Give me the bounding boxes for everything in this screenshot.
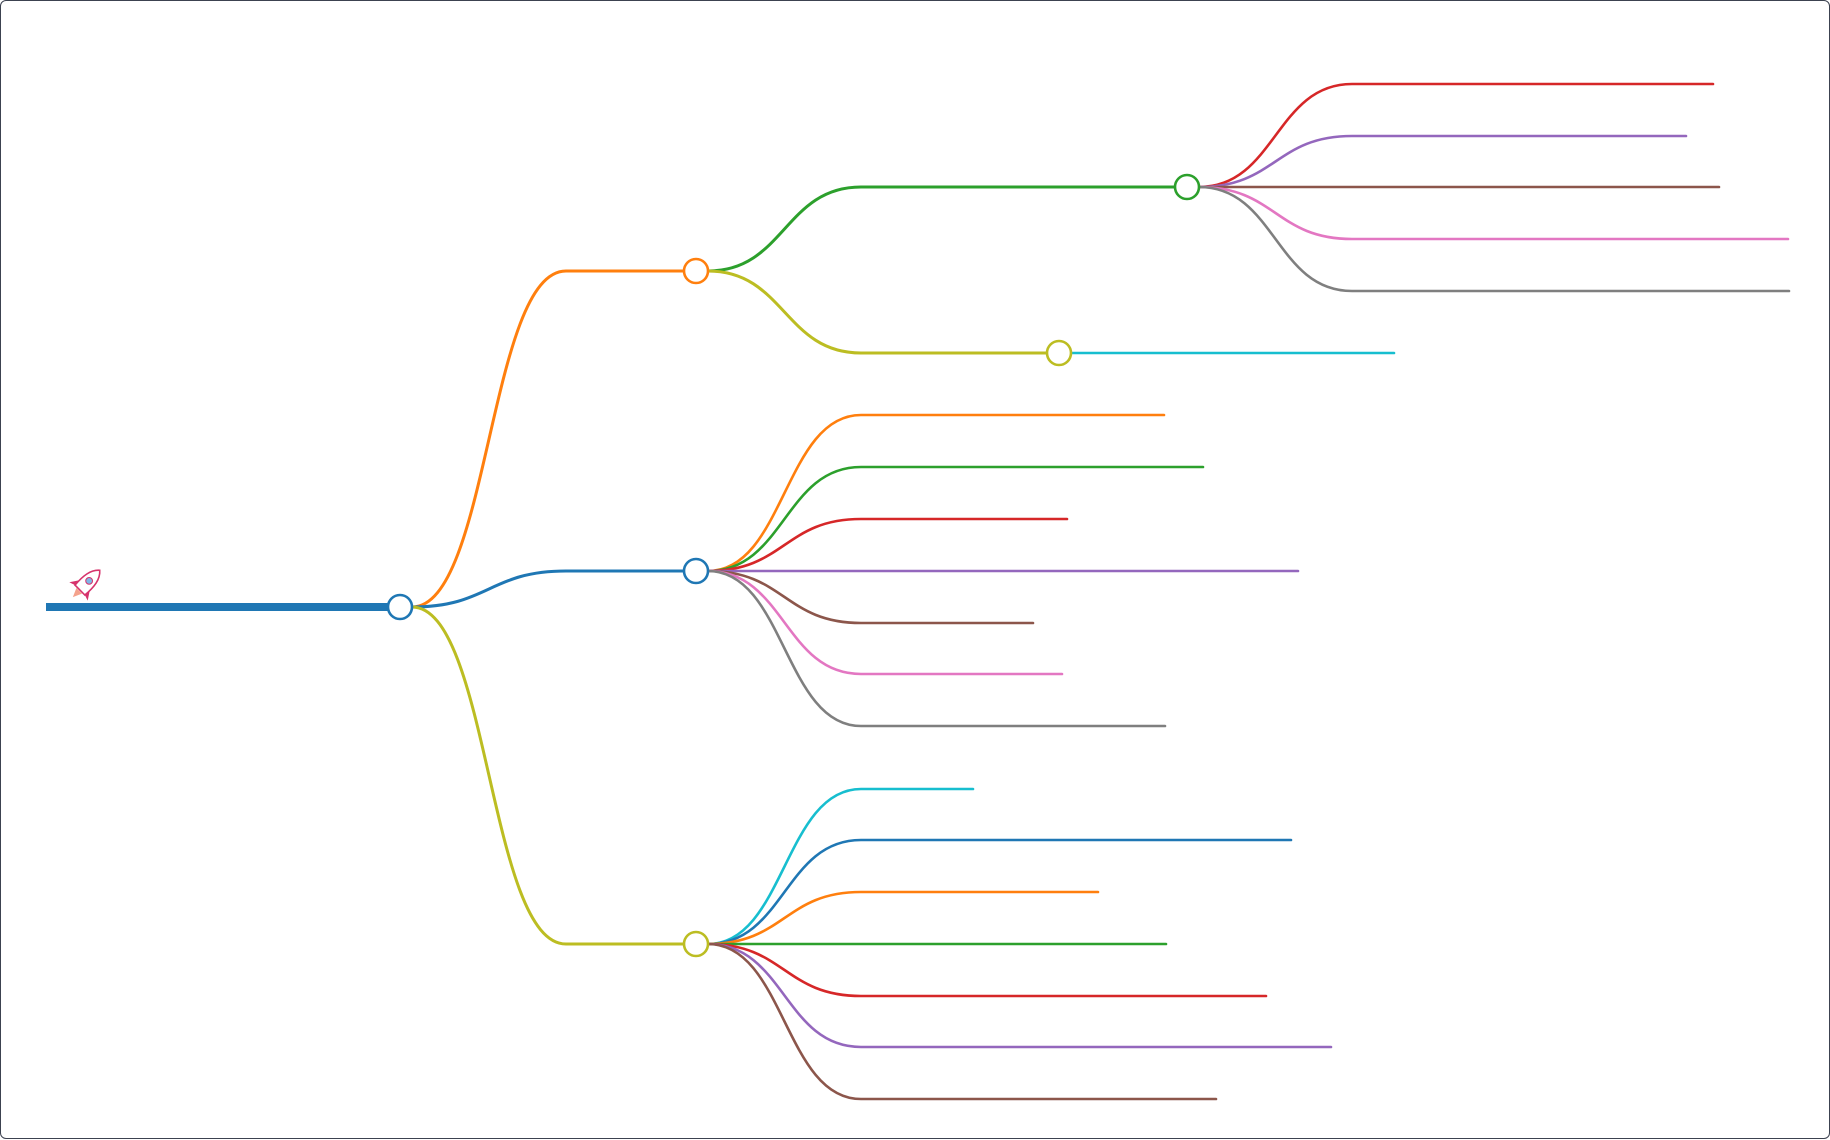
leaf-line-b1a1 xyxy=(1197,82,1715,189)
node-layer xyxy=(386,173,1201,958)
branch-node-b1a[interactable] xyxy=(1173,173,1201,201)
root-node[interactable] xyxy=(386,593,414,621)
leaf-line-b2c xyxy=(706,517,1069,573)
leaf-line-b3e xyxy=(706,942,1268,998)
branch-edge-b1b xyxy=(706,269,1049,355)
edge-layer xyxy=(46,82,1791,1101)
leaf-line-b3g xyxy=(706,942,1218,1101)
branch-node-b3[interactable] xyxy=(682,930,710,958)
branch-edge-b2 xyxy=(410,569,686,609)
branch-edge-b1 xyxy=(410,269,686,609)
rocket-icon xyxy=(69,569,101,601)
leaf-line-b1a2 xyxy=(1197,134,1688,189)
branch-edge-b1a xyxy=(706,185,1177,273)
leaf-line-b1a4 xyxy=(1197,185,1790,241)
leaf-line-b2f xyxy=(706,569,1064,676)
branch-node-b1[interactable] xyxy=(682,257,710,285)
leaf-line-b2e xyxy=(706,569,1035,625)
branch-node-b2[interactable] xyxy=(682,557,710,585)
leaf-line-b3f xyxy=(706,942,1333,1049)
branch-node-b1b[interactable] xyxy=(1045,339,1073,367)
leaf-line-b3b xyxy=(706,838,1293,946)
leaf-line-b2a xyxy=(706,413,1166,573)
leaf-line-b3a xyxy=(706,787,975,946)
leaf-line-b3c xyxy=(706,890,1100,946)
leaf-line-b1a5 xyxy=(1197,185,1791,293)
branch-edge-b3 xyxy=(410,605,686,946)
leaf-line-b2g xyxy=(706,569,1167,728)
leaf-line-b2b xyxy=(706,465,1205,573)
